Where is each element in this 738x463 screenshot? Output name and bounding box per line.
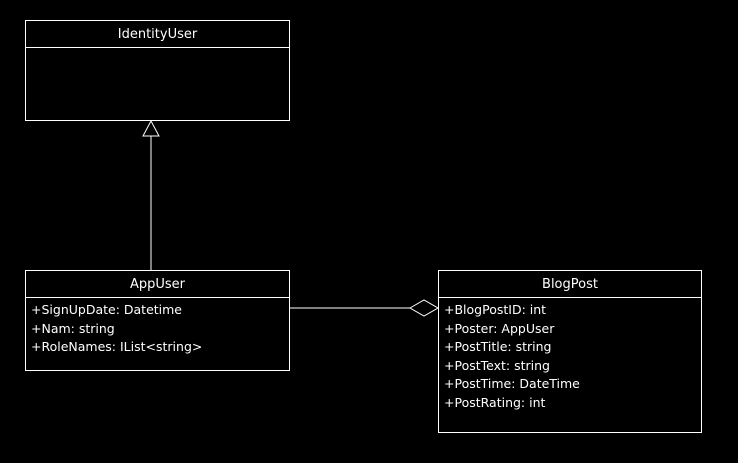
attribute-blog-post-id: +BlogPostID: int (444, 302, 547, 317)
class-name-identity-user: IdentityUser (26, 21, 289, 48)
class-name-blog-post: BlogPost (439, 271, 701, 298)
attributes-blog-post: +BlogPostID: int +Poster: AppUser +PostT… (439, 298, 701, 412)
attribute-post-title: +PostTitle: string (444, 339, 552, 354)
class-blog-post: BlogPost +BlogPostID: int +Poster: AppUs… (438, 270, 702, 433)
attribute-role-names: +RoleNames: IList<string> (31, 339, 203, 354)
class-app-user: AppUser +SignUpDate: Datetime +Nam: stri… (25, 270, 290, 371)
aggregation-diamond (408, 299, 440, 317)
attributes-identity-user (26, 48, 289, 51)
attribute-sign-up-date: +SignUpDate: Datetime (31, 302, 183, 317)
class-name-app-user: AppUser (26, 271, 289, 298)
attribute-post-text: +PostText: string (444, 357, 550, 373)
attribute-post-time: +PostTime: DateTime (444, 376, 580, 391)
attribute-poster: +Poster: AppUser (444, 320, 555, 336)
attribute-nam: +Nam: string (31, 320, 115, 336)
attributes-app-user: +SignUpDate: Datetime +Nam: string +Role… (26, 298, 289, 357)
generalization-arrowhead (142, 119, 160, 137)
class-identity-user: IdentityUser (25, 20, 290, 121)
attribute-post-rating: +PostRating: int (444, 394, 546, 410)
